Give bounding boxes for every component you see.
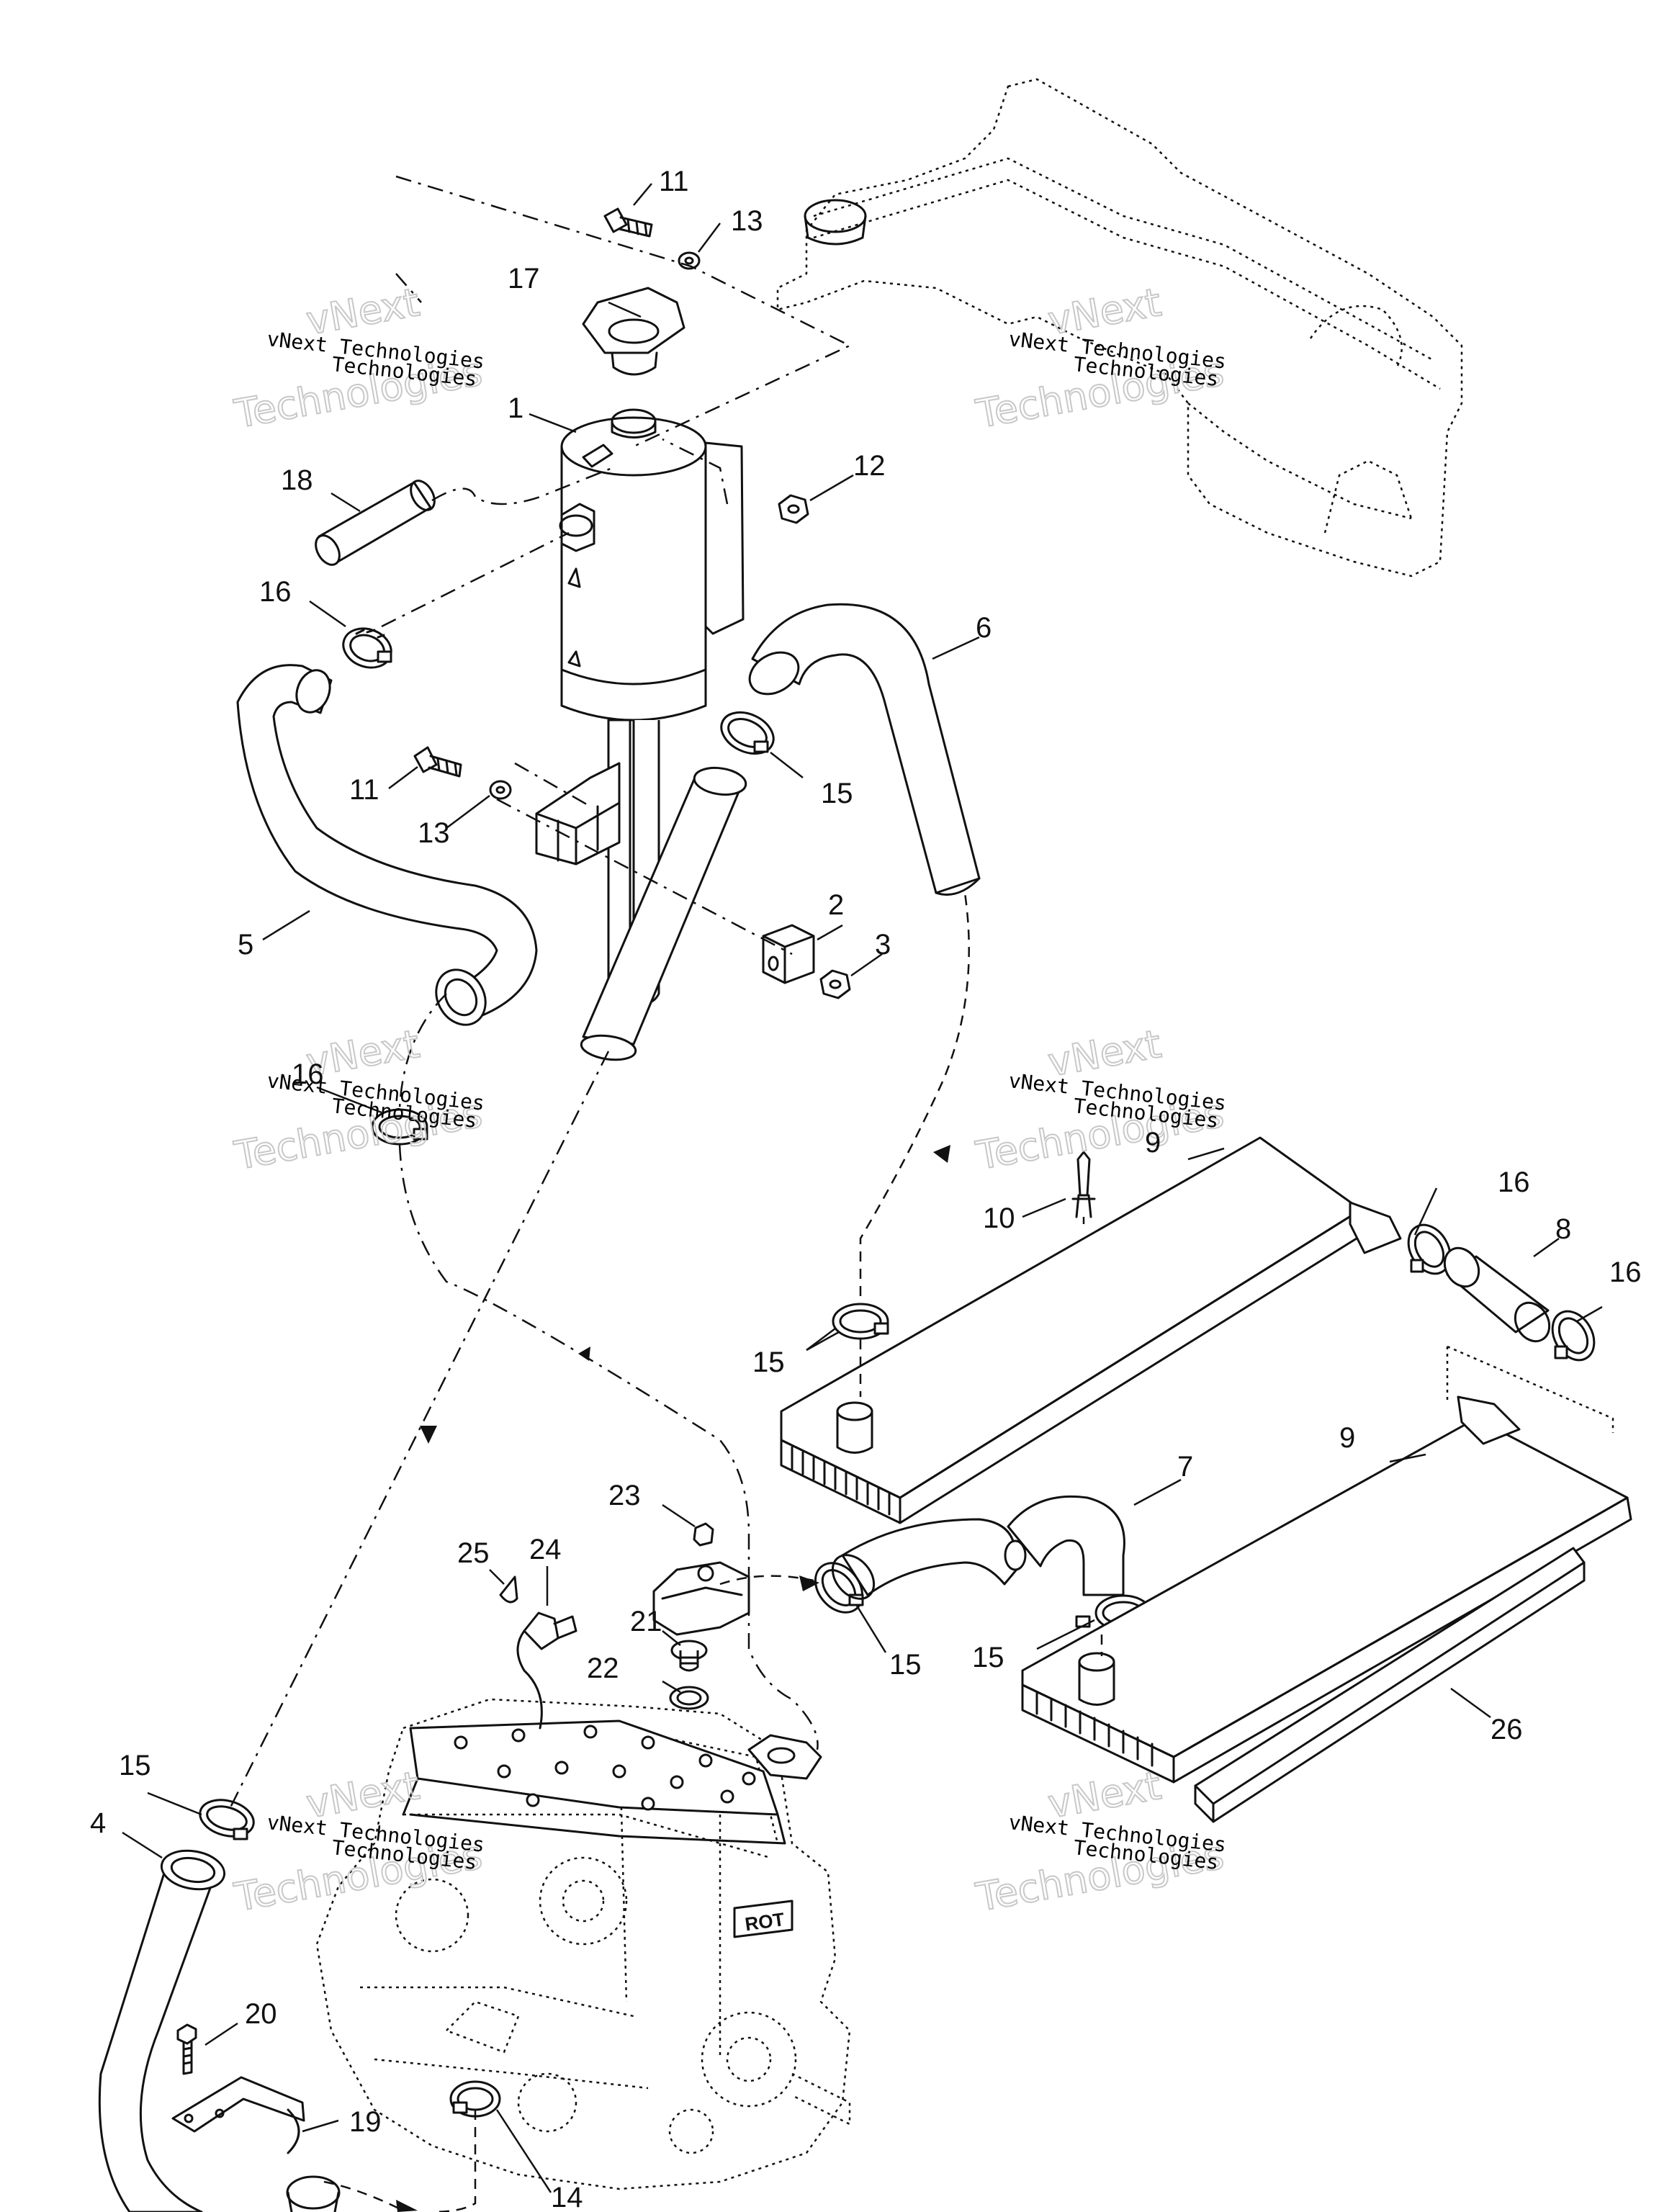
nut-12 bbox=[778, 494, 809, 524]
hose-5 bbox=[236, 664, 538, 1026]
sensor-boot bbox=[499, 1575, 518, 1604]
callout-20: 20 bbox=[245, 1998, 277, 2030]
hose-clamp-15-upper bbox=[720, 711, 775, 755]
mounting-bracket bbox=[535, 762, 621, 866]
hose-clamp-16-right-b bbox=[1551, 1310, 1596, 1362]
bolt-20 bbox=[176, 2023, 197, 2075]
callout-13b: 13 bbox=[418, 817, 450, 849]
callout-22: 22 bbox=[587, 1653, 619, 1684]
callout-5: 5 bbox=[238, 929, 253, 961]
callout-23: 23 bbox=[608, 1480, 641, 1511]
engine-badge: ROT bbox=[733, 1899, 793, 1938]
callout-16c: 16 bbox=[1609, 1256, 1642, 1288]
nut-3 bbox=[819, 969, 851, 999]
callout-14: 14 bbox=[551, 2182, 583, 2212]
hose-6 bbox=[748, 603, 981, 896]
radiator-cap bbox=[582, 287, 685, 376]
callout-25: 25 bbox=[457, 1537, 490, 1569]
leader-lines bbox=[122, 183, 1603, 2193]
radiator-lower bbox=[1021, 1345, 1632, 1784]
callout-16b: 16 bbox=[1498, 1166, 1530, 1198]
seal-strip bbox=[1194, 1547, 1586, 1823]
hose-clamp-15-radiator bbox=[832, 1303, 889, 1340]
callout-17: 17 bbox=[508, 263, 540, 295]
radiator-upper bbox=[780, 1136, 1402, 1524]
hose-4 bbox=[98, 1849, 341, 2212]
engine-head-studs bbox=[454, 1725, 756, 1811]
fuel-tank-ghost bbox=[776, 78, 1463, 577]
callout-18: 18 bbox=[281, 464, 313, 496]
callout-11b: 11 bbox=[349, 774, 379, 806]
bleed-screw bbox=[693, 1522, 714, 1547]
callout-15b: 15 bbox=[752, 1346, 785, 1378]
bolt-top bbox=[603, 207, 653, 238]
callout-4: 4 bbox=[90, 1807, 106, 1839]
thermostat bbox=[670, 1640, 708, 1672]
connector-hose-8 bbox=[1443, 1246, 1551, 1343]
callout-11a: 11 bbox=[659, 166, 689, 197]
hose-clamp-16-upper bbox=[342, 627, 392, 669]
flow-arrows bbox=[396, 1145, 950, 2212]
callout-15d: 15 bbox=[972, 1642, 1004, 1673]
temperature-sensor bbox=[516, 1611, 577, 1730]
overflow-tube bbox=[315, 480, 436, 566]
callout-6: 6 bbox=[976, 612, 992, 644]
outlet-flange bbox=[747, 1734, 822, 1780]
callout-16d: 16 bbox=[292, 1058, 324, 1090]
callout-3: 3 bbox=[875, 929, 891, 961]
washer-middle bbox=[489, 780, 512, 800]
callout-13a: 13 bbox=[731, 205, 763, 237]
callout-7: 7 bbox=[1177, 1451, 1193, 1483]
callout-2: 2 bbox=[828, 889, 844, 921]
hose-clamp-16-lower-left bbox=[371, 1108, 428, 1146]
callout-16a: 16 bbox=[259, 576, 292, 608]
spacer-block bbox=[762, 924, 815, 984]
callout-24: 24 bbox=[529, 1534, 562, 1565]
hose-clamp-16-right-a bbox=[1407, 1223, 1452, 1275]
callout-15e: 15 bbox=[119, 1750, 151, 1781]
callout-9b: 9 bbox=[1339, 1422, 1355, 1454]
hose-clamp-15-lower-left bbox=[199, 1799, 255, 1840]
callout-15c: 15 bbox=[889, 1649, 922, 1681]
callout-labels: 1 2 3 4 5 6 7 8 9 9 10 11 11 12 13 13 14… bbox=[90, 166, 1642, 2212]
push-rivet bbox=[1071, 1151, 1096, 1218]
callout-21: 21 bbox=[630, 1606, 662, 1637]
callout-12: 12 bbox=[853, 450, 886, 482]
callout-1: 1 bbox=[508, 392, 523, 424]
coolant-pipe bbox=[580, 766, 747, 1061]
callout-15f: 15 bbox=[752, 1346, 785, 1378]
engine-cylinder-head bbox=[402, 1719, 786, 1845]
thermostat-housing bbox=[652, 1561, 750, 1636]
callout-10: 10 bbox=[983, 1202, 1015, 1234]
callout-19: 19 bbox=[349, 2106, 382, 2138]
bracket-19 bbox=[171, 2076, 305, 2154]
hose-7 bbox=[831, 1495, 1125, 1600]
callout-8: 8 bbox=[1555, 1213, 1571, 1245]
bolt-middle bbox=[413, 746, 462, 778]
callout-26: 26 bbox=[1491, 1714, 1523, 1745]
callout-9a: 9 bbox=[1145, 1127, 1161, 1159]
routing-lines bbox=[229, 175, 1103, 2212]
callout-15a: 15 bbox=[821, 778, 853, 809]
